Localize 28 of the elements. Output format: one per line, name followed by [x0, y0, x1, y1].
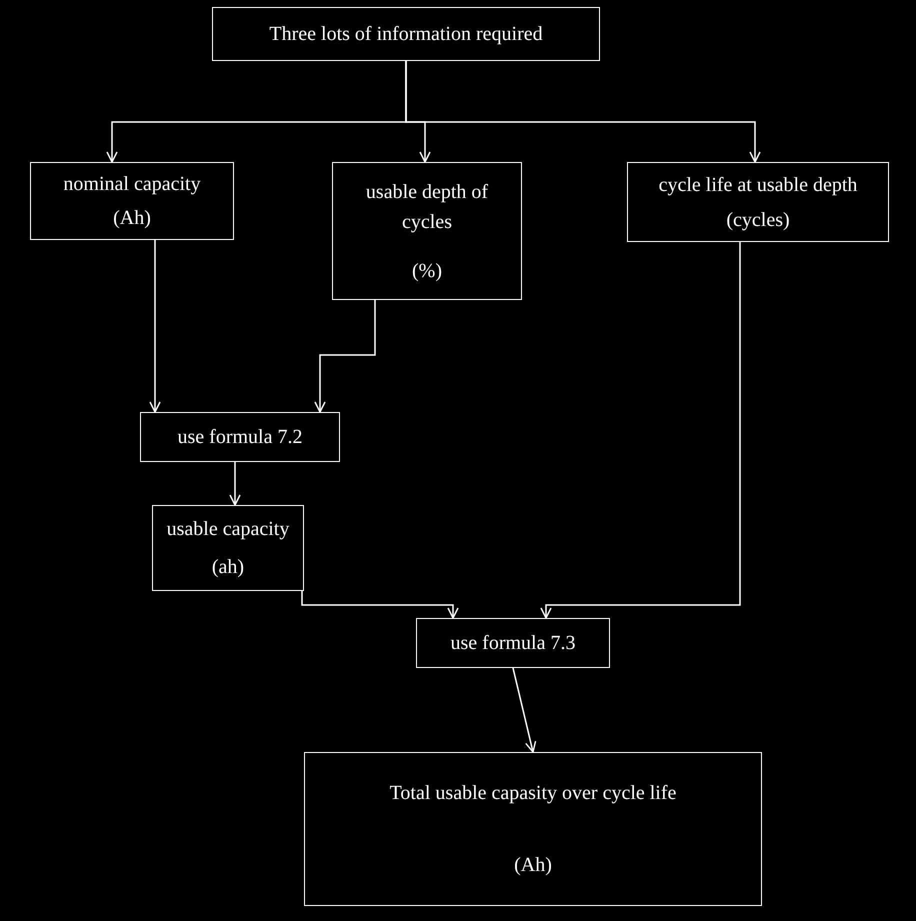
process-box [332, 162, 522, 300]
arrow [512, 668, 536, 753]
process-box [212, 7, 600, 61]
arrow [301, 591, 459, 619]
process-box [304, 752, 762, 906]
arrow [229, 462, 241, 506]
box-label: use formula 7.2 [178, 425, 302, 450]
process-box [627, 162, 889, 242]
box-label: Total usable capasity over cycle life [390, 781, 676, 806]
arrow [314, 300, 376, 413]
arrow [405, 61, 761, 163]
box-label: cycle life at usable depth [658, 172, 858, 198]
unit-label: (%) [412, 258, 442, 284]
box-label: nominal capacity [63, 172, 201, 197]
box-label: Three lots of information required [269, 22, 543, 47]
arrow [540, 242, 741, 619]
unit-label: (cycles) [726, 208, 790, 232]
arrow [149, 240, 161, 413]
process-box [416, 618, 610, 668]
process-box [30, 162, 234, 240]
unit-label: (ah) [212, 555, 244, 580]
box-label: usable capacity [166, 517, 290, 542]
unit-label: (Ah) [113, 206, 151, 231]
process-box [152, 505, 304, 591]
box-label: usable depth of cycles [364, 180, 490, 234]
process-box [140, 412, 340, 462]
box-label: use formula 7.3 [450, 631, 576, 656]
unit-label: (Ah) [514, 853, 552, 878]
